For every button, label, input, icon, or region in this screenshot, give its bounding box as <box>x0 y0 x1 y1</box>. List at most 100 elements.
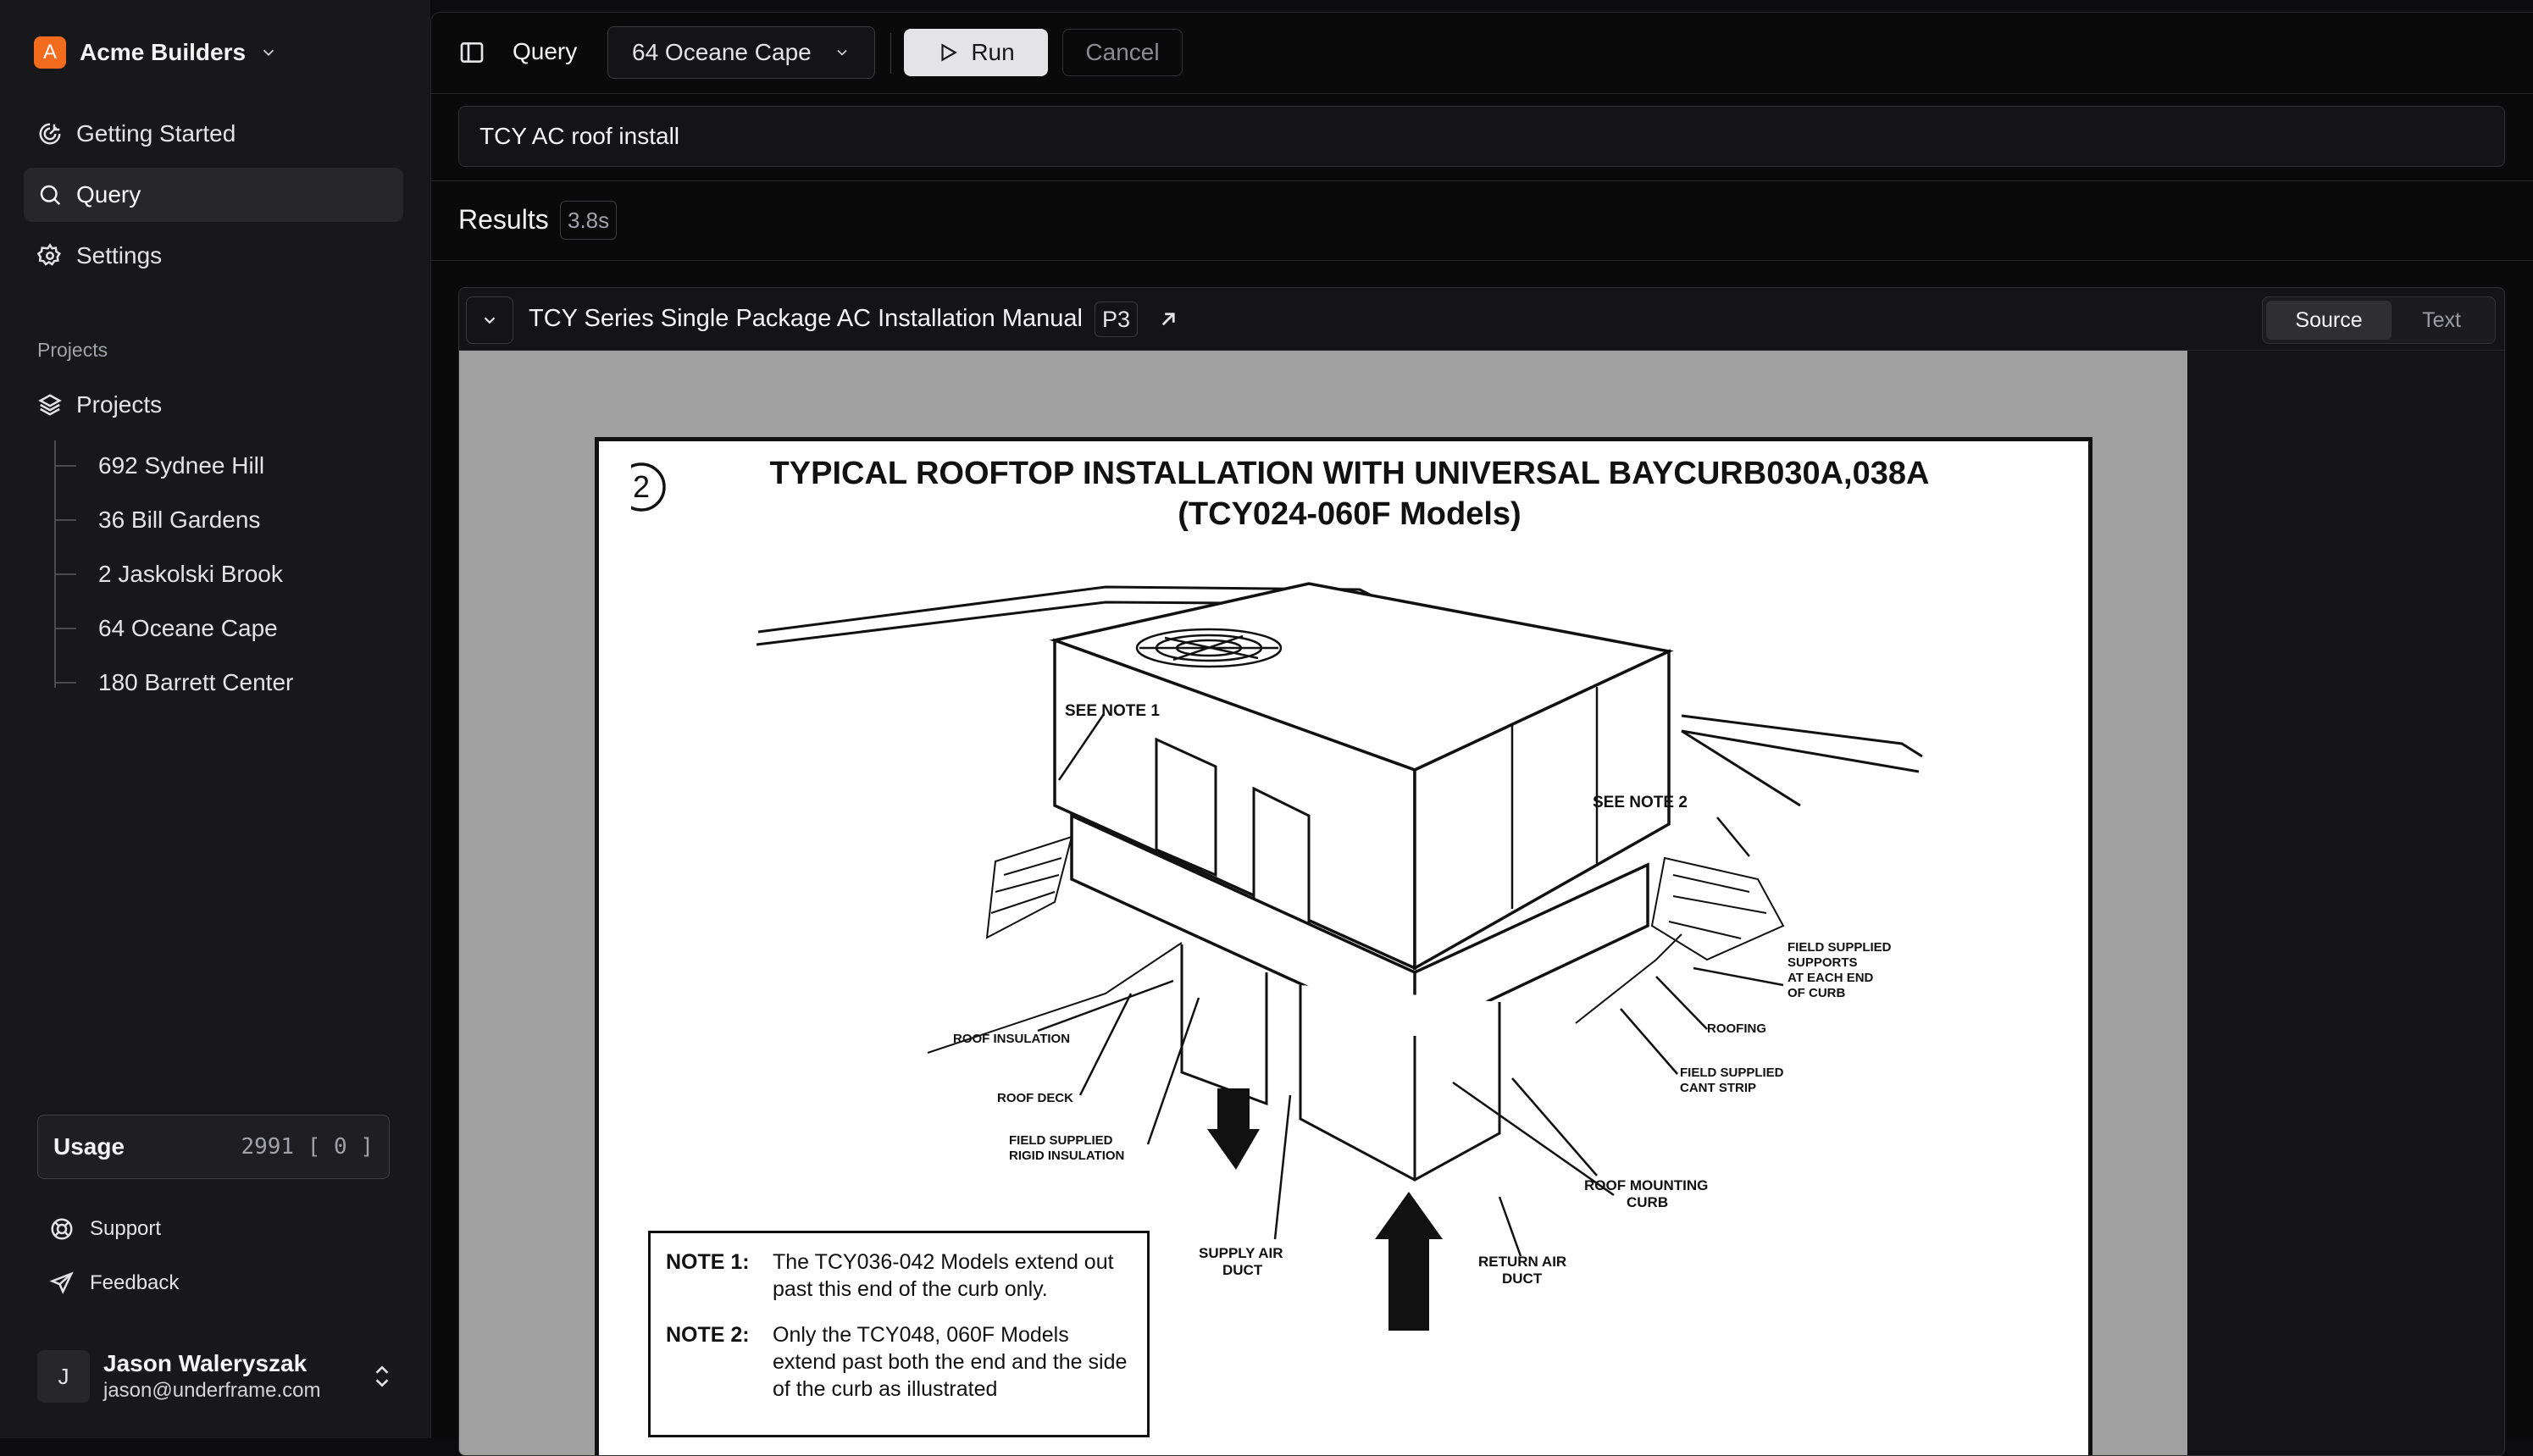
divider <box>431 180 2533 181</box>
nav-settings[interactable]: Settings <box>24 229 403 283</box>
usage-meter[interactable]: Usage 2991 [ 0 ] <box>37 1115 390 1179</box>
nav-label: Getting Started <box>76 120 236 147</box>
user-email: jason@underframe.com <box>103 1379 321 1402</box>
callout-roofing: ROOFING <box>1707 1021 1766 1036</box>
chevron-down-icon <box>837 49 847 56</box>
air-ducts <box>1180 944 1501 1182</box>
note-line: past this end of the curb only. <box>773 1277 1048 1301</box>
nav-label: Query <box>76 181 141 208</box>
view-mode-toggle: Source Text <box>2262 296 2496 344</box>
rooftop-installation-drawing: 2 TYPICAL ROOFTOP INSTALLATION WITH UNIV… <box>631 456 1930 1331</box>
project-item[interactable]: 692 Sydnee Hill <box>54 445 393 487</box>
project-item[interactable]: 2 Jaskolski Brook <box>54 553 393 595</box>
chevrons-up-down-icon <box>375 1365 389 1387</box>
project-label: 2 Jaskolski Brook <box>98 561 283 587</box>
callout-field-supports: OF CURB <box>1788 986 1845 1000</box>
nav-label: Settings <box>76 242 163 269</box>
callout-cant-strip: CANT STRIP <box>1680 1081 1756 1095</box>
note-line: The TCY036-042 Models extend out <box>773 1250 1114 1274</box>
usage-value: 2991 [ 0 ] <box>241 1134 374 1160</box>
project-select[interactable]: 64 Oceane Cape <box>607 26 875 79</box>
note-key: NOTE 1: <box>666 1250 750 1274</box>
user-name: Jason Waleryszak <box>103 1350 308 1376</box>
callout-leaders <box>1037 713 1784 1257</box>
feedback-link[interactable]: Feedback <box>49 1271 179 1296</box>
return-airflow-arrow <box>1375 1192 1443 1331</box>
user-menu[interactable]: J Jason Waleryszak jason@underframe.com <box>37 1348 393 1404</box>
support-link[interactable]: Support <box>49 1216 161 1242</box>
results-timing-badge: 3.8s <box>560 201 618 240</box>
avatar: J <box>37 1350 90 1403</box>
query-input[interactable] <box>458 106 2505 167</box>
document-viewer[interactable]: 2 TYPICAL ROOFTOP INSTALLATION WITH UNIV… <box>459 351 2187 1455</box>
run-button[interactable]: Run <box>904 29 1048 76</box>
sidebar: A Acme Builders Getting Started Query Se… <box>0 0 430 1438</box>
gear-icon <box>37 243 61 266</box>
nav-projects[interactable]: Projects <box>24 378 403 432</box>
tree-line <box>54 440 56 688</box>
supply-airflow-arrow <box>1207 1088 1260 1170</box>
play-icon <box>941 43 958 62</box>
step-circle <box>631 462 666 512</box>
document-title: TCY Series Single Package AC Installatio… <box>529 305 1083 332</box>
workspace-logo: A <box>34 36 66 69</box>
divider <box>431 260 2533 261</box>
unit-panel-lines <box>1510 687 1599 909</box>
workspace-switcher[interactable]: A Acme Builders <box>34 36 278 69</box>
callout-roof-deck: ROOF DECK <box>997 1091 1073 1105</box>
sidebar-toggle-icon[interactable] <box>458 39 485 66</box>
project-item[interactable]: 64 Oceane Cape <box>54 607 393 650</box>
callout-supply-air: DUCT <box>1222 1262 1263 1278</box>
result-card-header: TCY Series Single Package AC Installatio… <box>459 288 2504 351</box>
collapse-button[interactable] <box>466 296 513 344</box>
callout-field-supports: FIELD SUPPLIED <box>1788 940 1892 955</box>
nav-query[interactable]: Query <box>24 168 403 222</box>
open-external-icon[interactable] <box>1156 307 1181 332</box>
lifebuoy-icon <box>51 1218 73 1240</box>
usage-label: Usage <box>53 1133 125 1160</box>
drawing-title-line1: TYPICAL ROOFTOP INSTALLATION WITH UNIVER… <box>770 456 1930 491</box>
layers-icon <box>38 394 62 416</box>
callout-roof-insulation: ROOF INSULATION <box>953 1032 1070 1046</box>
cancel-button[interactable]: Cancel <box>1062 29 1183 76</box>
project-label: 692 Sydnee Hill <box>98 452 265 479</box>
callout-roof-mounting-curb: ROOF MOUNTING <box>1584 1177 1708 1193</box>
drawing-title-line2: (TCY024-060F Models) <box>1178 496 1521 532</box>
note-line: extend past both the end and the side <box>773 1350 1128 1374</box>
chevron-down-icon <box>484 317 496 324</box>
callout-field-supports: SUPPORTS <box>1788 955 1858 970</box>
project-item[interactable]: 36 Bill Gardens <box>54 499 393 541</box>
note-1: NOTE 1: The TCY036-042 Models extend out… <box>666 1248 1132 1303</box>
project-tree: 692 Sydnee Hill 36 Bill Gardens 2 Jaskol… <box>54 440 393 695</box>
callout-return-air: RETURN AIR <box>1478 1254 1566 1270</box>
nav-getting-started[interactable]: Getting Started <box>24 107 403 161</box>
nav-label: Projects <box>76 391 163 418</box>
note-line: Only the TCY048, 060F Models <box>773 1323 1069 1347</box>
callout-field-supports: AT EACH END <box>1788 971 1874 985</box>
project-item[interactable]: 180 Barrett Center <box>54 662 393 704</box>
send-icon <box>49 1271 74 1295</box>
projects-section-heading: Projects <box>37 339 108 361</box>
callout-rigid-insulation: RIGID INSULATION <box>1009 1149 1124 1163</box>
feedback-label: Feedback <box>90 1271 180 1294</box>
access-panels <box>1155 737 1311 938</box>
callout-see-note-2: SEE NOTE 2 <box>1593 794 1688 811</box>
callout-see-note-1: SEE NOTE 1 <box>1065 702 1160 720</box>
results-heading: Results <box>458 204 549 235</box>
toolbar: Query 64 Oceane Cape Run Cancel <box>431 13 2533 94</box>
search-icon <box>40 185 61 206</box>
result-card: TCY Series Single Package AC Installatio… <box>458 287 2505 1456</box>
getting-started-icon <box>39 123 61 145</box>
page-title: Query <box>513 38 578 64</box>
step-number: 2 <box>633 469 650 504</box>
page-badge: P3 <box>1095 302 1139 337</box>
text-tab[interactable]: Text <box>2422 307 2461 332</box>
workspace-name: Acme Builders <box>80 39 247 65</box>
project-label: 36 Bill Gardens <box>98 507 261 533</box>
document-page: 2 TYPICAL ROOFTOP INSTALLATION WITH UNIV… <box>595 437 2092 1455</box>
toolbar-divider <box>890 33 891 74</box>
source-tab[interactable]: Source <box>2266 301 2392 340</box>
ac-unit <box>1049 582 1674 972</box>
project-select-value: 64 Oceane Cape <box>632 39 812 65</box>
fan-grille <box>1135 628 1283 668</box>
